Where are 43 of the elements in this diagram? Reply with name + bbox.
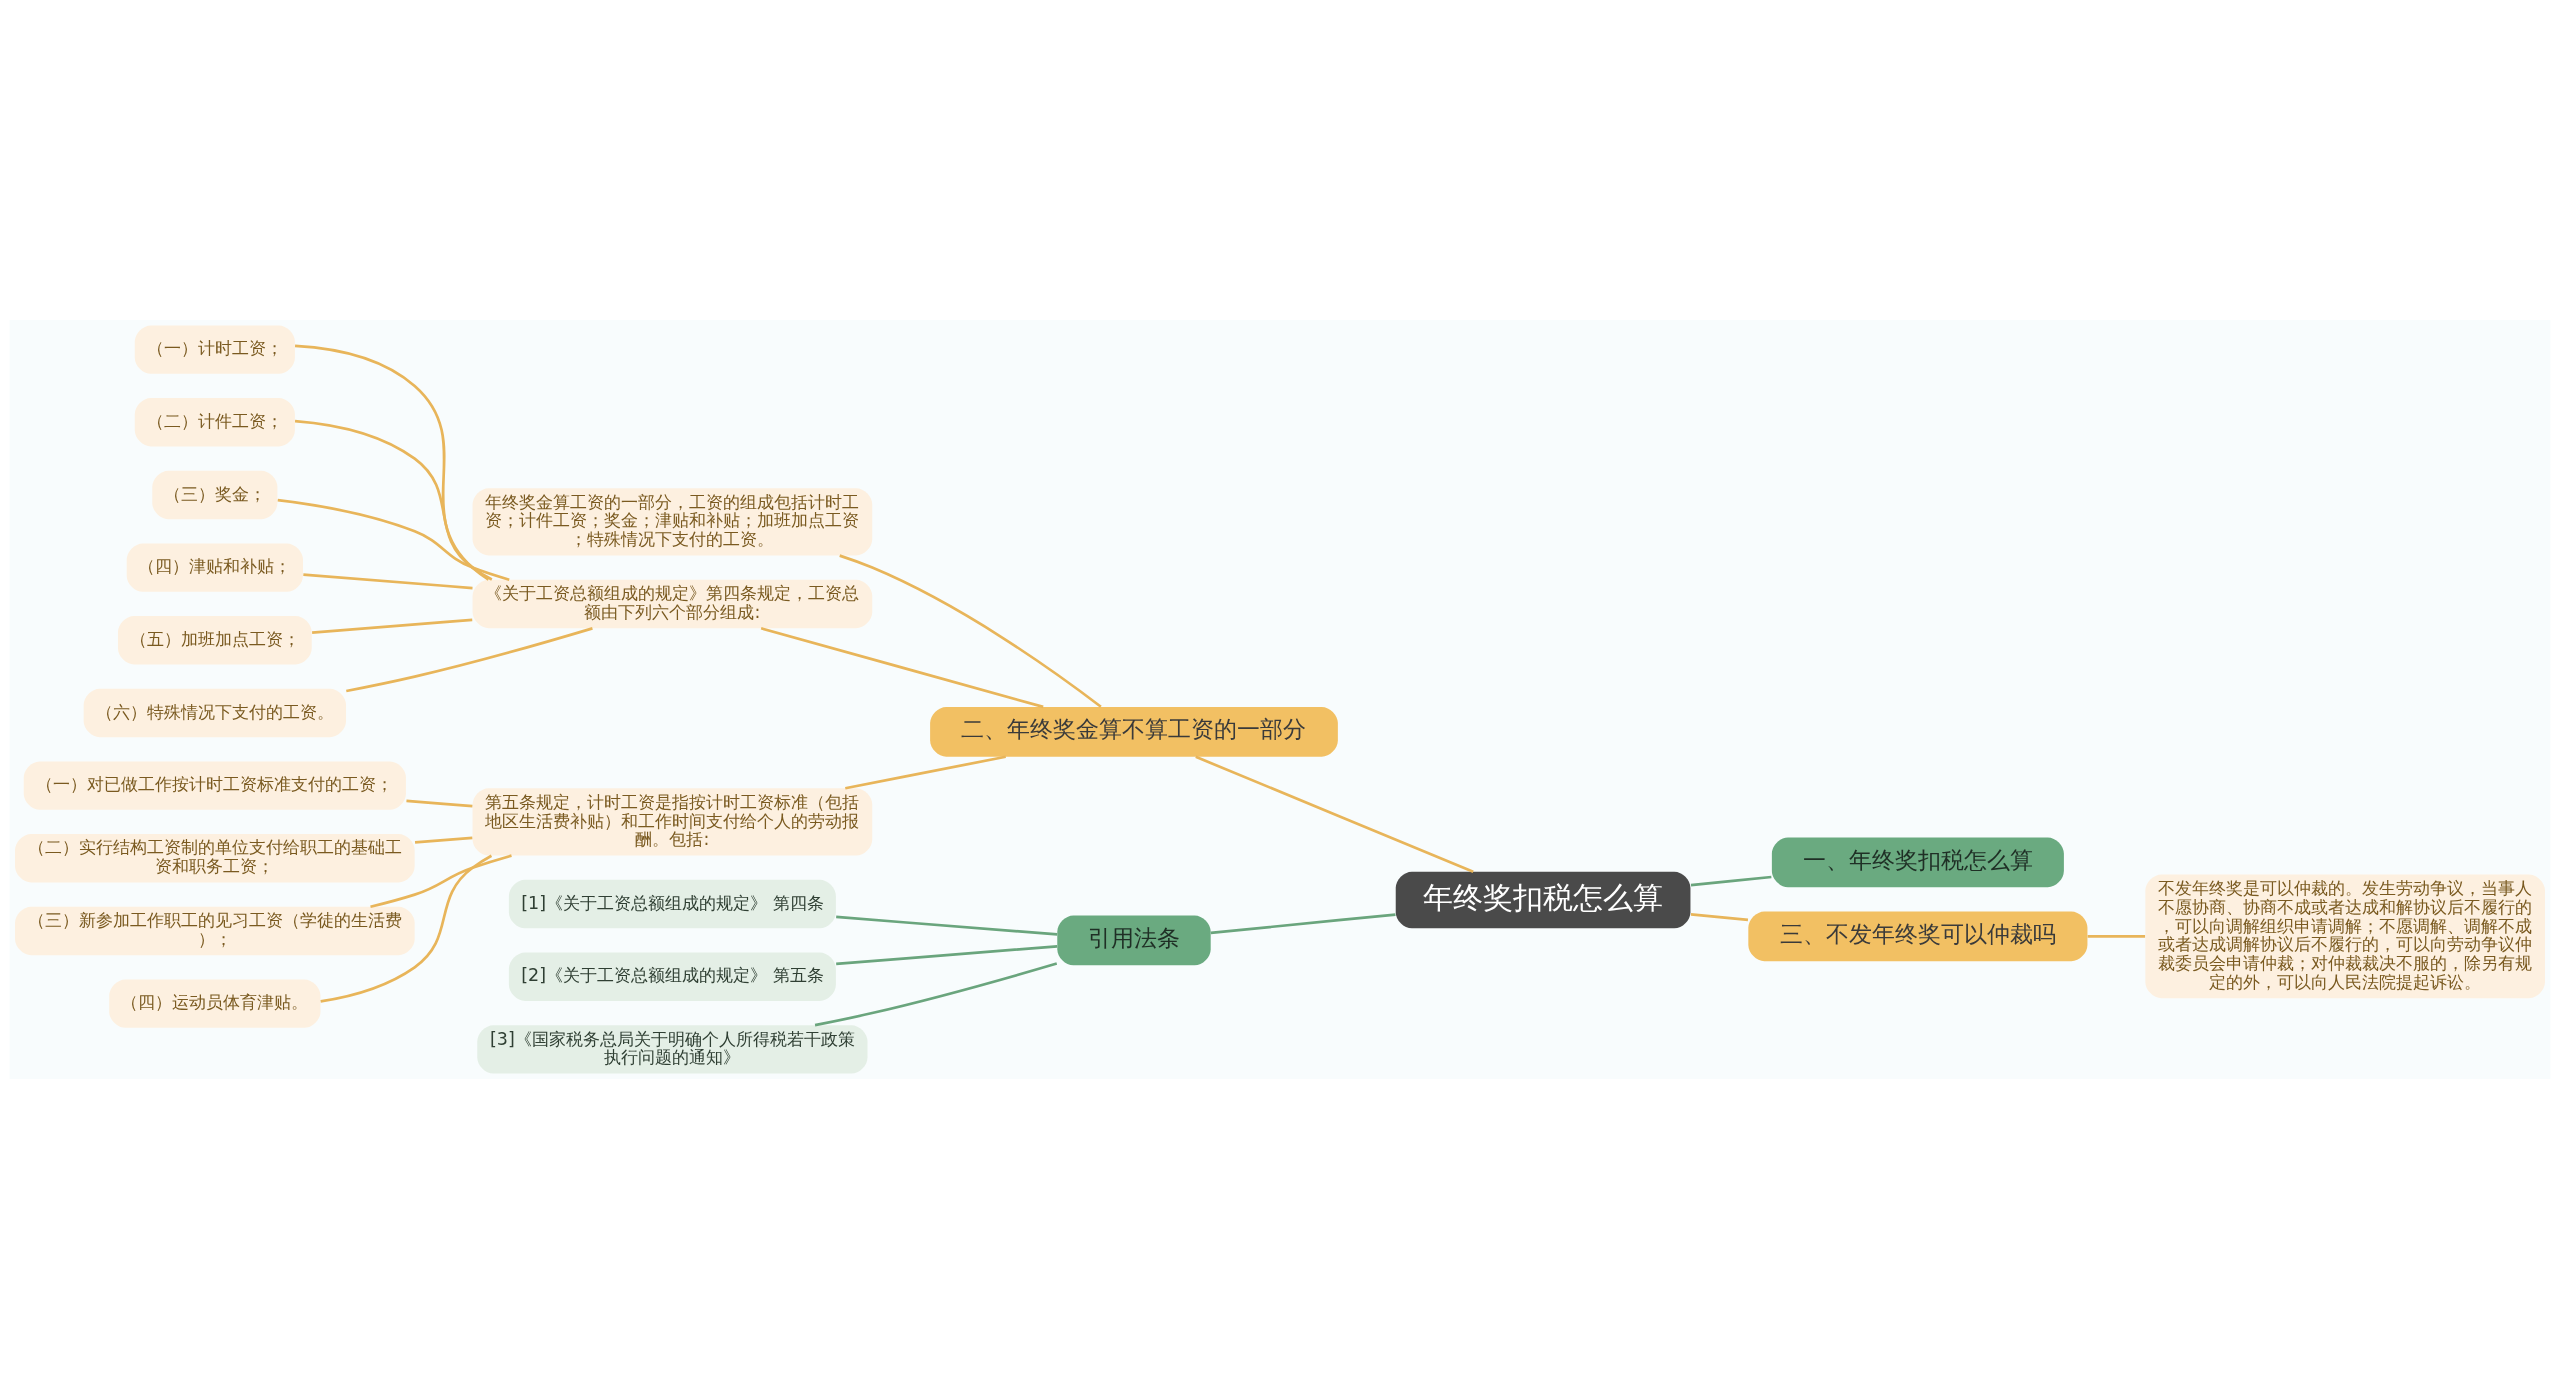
connector [294,344,490,581]
connector [839,554,1102,708]
connector [845,755,1006,790]
connector [1195,755,1474,873]
node-box: （二）实行结构工资制的单位支付给职工的基础工资和职务工资； [15,834,415,883]
connector [277,498,510,581]
connector [406,799,473,808]
connector [312,618,473,634]
node-box: 引用法条 [1057,915,1211,966]
node-box: 第五条规定，计时工资是指按计时工资标准（包括地区生活费补贴）和工作时间支付给个人的劳动报酬。包括: [472,788,873,856]
node-box: [1]《关于工资总额组成的规定》 第四条 [508,879,836,929]
node-box: （三）奖金； [152,470,278,520]
connector [294,419,493,581]
connector [836,915,1058,936]
connector [1690,913,1749,922]
connector [303,573,473,590]
node-box: （五）加班加点工资； [117,616,312,665]
connector [414,836,473,844]
connector [1210,913,1396,935]
node-box: 年终奖扣税怎么算 [1395,871,1691,929]
connector [320,854,493,1003]
connector [346,627,593,693]
node-box: 三、不发年终奖可以仲裁吗 [1748,911,2088,962]
node-box: [3]《国家税务总局关于明确个人所得税若干政策执行问题的通知》 [477,1025,868,1074]
connector [836,945,1058,966]
node-box: （三）新参加工作职工的见习工资（学徒的生活费）； [15,906,415,956]
node-box: 一、年终奖扣税怎么算 [1771,837,2064,888]
node-box: （二）计件工资； [134,398,295,447]
node-box: 《关于工资总额组成的规定》第四条规定，工资总额由下列六个部分组成: [472,579,873,629]
node-box: 二、年终奖金算不算工资的一部分 [930,706,1338,757]
node-box: 不发年终奖是可以仲裁的。发生劳动争议，当事人不愿协商、协商不成或者达成和解协议后不履行的，可以向调解组织申请调解；不愿调解、调解不成或者达成调解协议后不履行的，可以向劳动争议仲裁委员会申请仲裁；对仲裁裁决不服的，除另有规定的外，可以向人民法院提起诉讼。 [2145,874,2545,999]
node-box: （一）计时工资； [134,325,295,374]
connector [2087,935,2146,938]
node-box: （四）津贴和补贴； [126,543,303,592]
node-box: （一）对已做工作按计时工资标准支付的工资； [23,761,406,810]
connector [814,962,1058,1027]
node-box: （六）特殊情况下支付的工资。 [83,688,347,738]
node-box: 年终奖金算工资的一部分，工资的组成包括计时工资；计件工资；奖金；津贴和补贴；加班加点工资；特殊情况下支付的工资。 [472,488,873,556]
connector [1690,875,1772,887]
node-box: [2]《关于工资总额组成的规定》 第五条 [508,952,836,1001]
connector [370,854,512,909]
connector [760,627,1044,709]
node-box: （四）运动员体育津贴。 [109,979,321,1028]
